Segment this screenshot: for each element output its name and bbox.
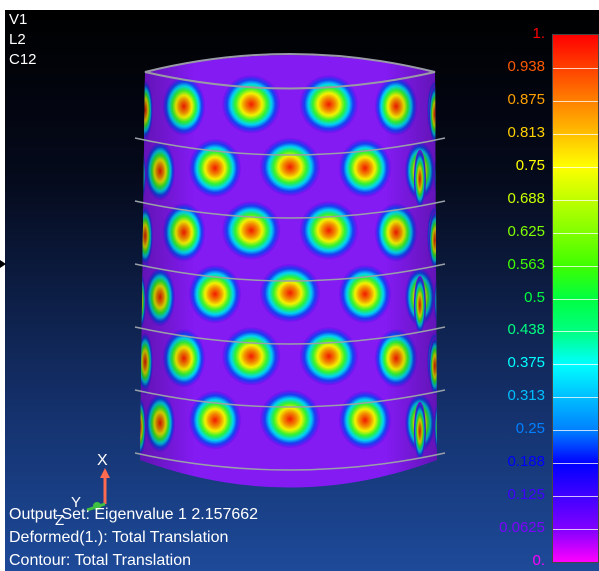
triad-x-label: X xyxy=(97,452,108,469)
legend-value: 0.875 xyxy=(507,90,545,108)
contour-text: Contour: Total Translation xyxy=(9,552,192,569)
legend-value: 0.125 xyxy=(507,486,545,504)
ring-stiffener-line xyxy=(134,326,446,345)
legend-tick xyxy=(553,463,598,465)
legend-value: 0. xyxy=(532,552,545,569)
legend-tick xyxy=(553,529,598,531)
contour-legend-bar xyxy=(552,34,599,563)
side-marker-arrow xyxy=(0,260,6,268)
legend-value: 0.563 xyxy=(507,255,545,273)
legend-value: 0.25 xyxy=(515,420,545,438)
legend-tick xyxy=(553,265,598,267)
cylinder-shading xyxy=(140,55,437,488)
ring-stiffener-line xyxy=(134,389,446,408)
legend-value: 0.0625 xyxy=(499,519,545,537)
ring-stiffener-line xyxy=(134,137,446,156)
legend-tick xyxy=(553,133,598,135)
ring-stiffener-line xyxy=(134,263,446,282)
ring-stiffener-line xyxy=(134,200,446,219)
legend-value: 0.375 xyxy=(507,354,545,372)
legend-tick xyxy=(553,364,598,366)
legend-tick xyxy=(553,331,598,333)
legend-tick xyxy=(553,397,598,399)
layer-label: L2 xyxy=(9,31,26,48)
legend-tick xyxy=(553,496,598,498)
coordinate-triad xyxy=(86,468,110,512)
triad-y-label: Y xyxy=(71,494,82,511)
legend-value: 0.625 xyxy=(507,222,545,240)
ring-stiffener-line xyxy=(134,452,446,471)
legend-tick xyxy=(553,298,598,300)
legend-values: 1. 0.938 0.875 0.813 0.75 0.688 0.625 0.563 0.5 0… xyxy=(475,26,545,569)
color-label: C12 xyxy=(9,51,37,68)
legend-tick xyxy=(553,166,598,168)
legend-value: 0.938 xyxy=(507,57,545,75)
legend-value: 0.313 xyxy=(507,387,545,405)
deformed-text: Deformed(1.): Total Translation xyxy=(9,529,229,546)
legend-value: 0.75 xyxy=(515,156,545,174)
triad-z-label: Z xyxy=(55,512,65,529)
model-viewport[interactable]: V1 L2 C12 1. 0.938 0.875 0.813 0.75 0.688 0.62… xyxy=(5,10,599,571)
legend-tick xyxy=(553,67,598,69)
view-label: V1 xyxy=(9,11,28,28)
legend-value: 0.813 xyxy=(507,123,545,141)
legend-value: 0.5 xyxy=(524,288,545,306)
legend-value: 0.188 xyxy=(507,453,545,471)
cylinder-contour-plot xyxy=(86,53,446,512)
legend-value: 1. xyxy=(532,25,545,42)
legend-value: 0.438 xyxy=(507,321,545,339)
legend-tick xyxy=(553,100,598,102)
legend-tick xyxy=(553,232,598,234)
output-set-text: Output Set: Eigenvalue 1 2.157662 xyxy=(9,506,259,523)
buckling-lobe xyxy=(434,146,437,204)
legend-tick xyxy=(553,430,598,432)
legend-value: 0.688 xyxy=(507,189,545,207)
legend-tick xyxy=(553,199,598,201)
